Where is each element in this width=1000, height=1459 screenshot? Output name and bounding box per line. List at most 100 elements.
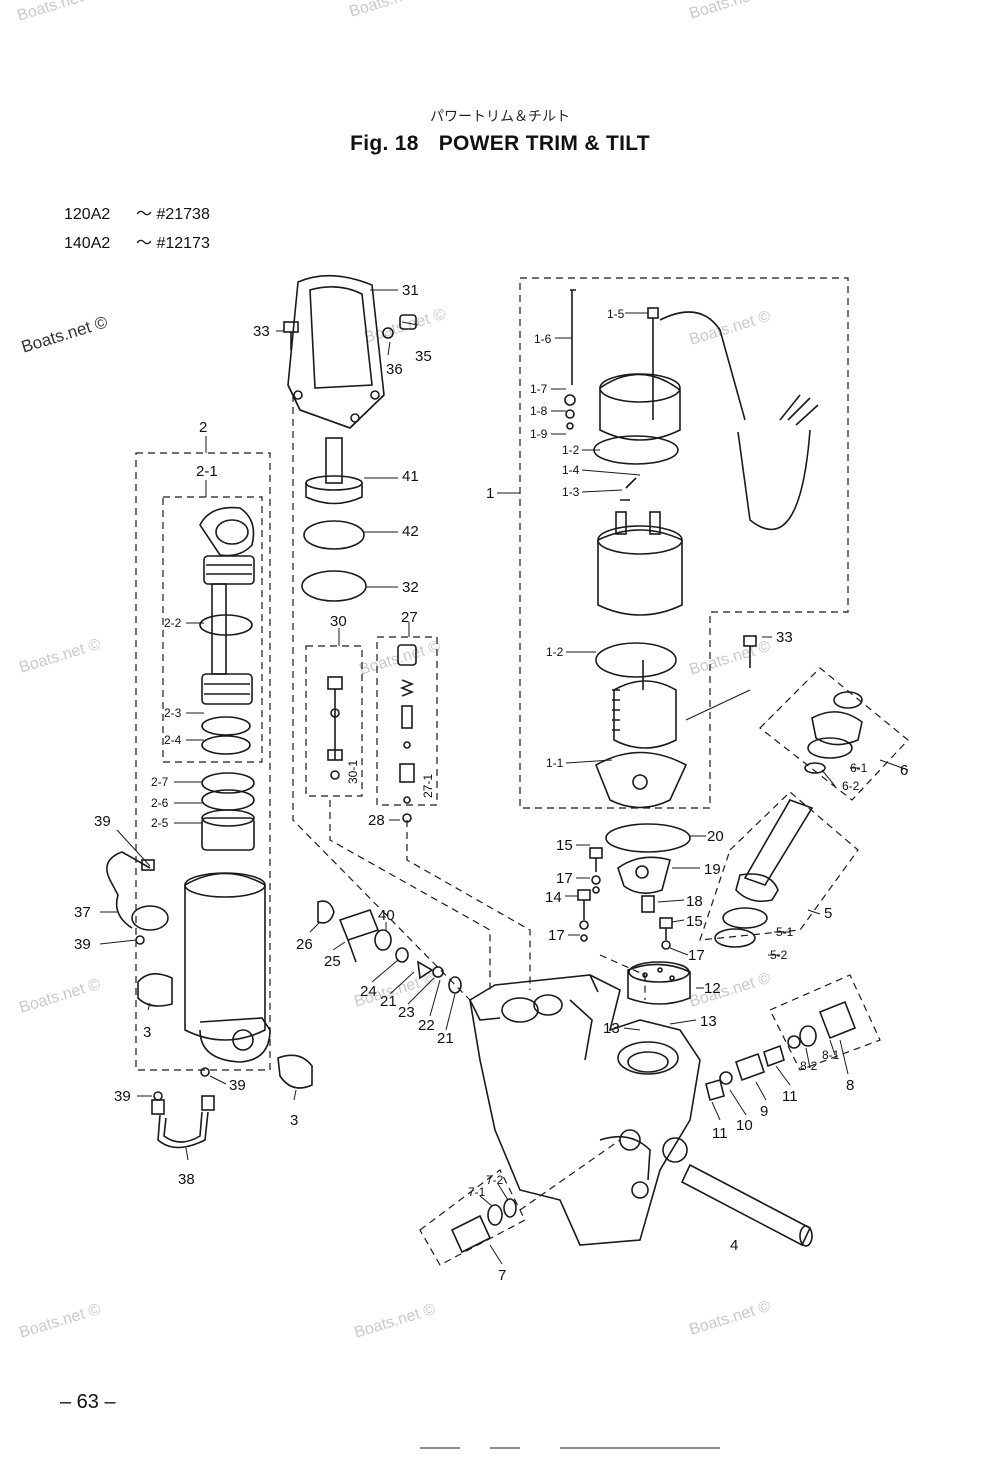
leader-lines <box>99 289 909 1265</box>
guide-line <box>406 820 531 990</box>
part-label: 31 <box>402 282 419 299</box>
part-label: 1-2 <box>562 443 580 457</box>
group-box-2-1 <box>162 496 263 763</box>
bushing-3-drawing <box>137 973 313 1089</box>
part-label: 39 <box>74 936 91 953</box>
serial-range: ～ #12173 <box>136 235 210 252</box>
part-label: 40 <box>378 907 395 924</box>
part-label: 5-2 <box>770 948 788 962</box>
part-label: 3 <box>290 1112 298 1129</box>
part-label: 1-8 <box>530 404 548 418</box>
part-label: 19 <box>704 861 721 878</box>
guide-line <box>329 800 491 990</box>
model-code: 140A2 <box>64 235 111 252</box>
part-label: 14 <box>545 889 562 906</box>
group-box-2 <box>135 452 271 1071</box>
part-label: 11 <box>782 1088 798 1105</box>
o-ring-20-drawing <box>605 823 691 853</box>
figure-name: POWER TRIM & TILT <box>438 132 650 155</box>
part-label: 2-5 <box>151 816 169 830</box>
part-label: 15 <box>686 913 703 930</box>
part-label: 2-2 <box>164 616 182 630</box>
part-label: 41 <box>402 468 419 485</box>
part-label: 36 <box>386 361 403 378</box>
valve-27-drawing <box>397 644 417 823</box>
part-label: 8 <box>846 1077 854 1094</box>
part-label: 7 <box>498 1267 506 1284</box>
part-label: 17 <box>556 870 573 887</box>
figure-title: Fig. 18 POWER TRIM & TILT <box>0 132 1000 156</box>
piston-41-drawing <box>305 437 363 505</box>
part-label: 2-6 <box>151 796 169 810</box>
part-label: 25 <box>324 953 341 970</box>
part-label: 2-1 <box>196 463 218 480</box>
part-label: 21 <box>380 993 397 1010</box>
valves-21-26-drawing <box>317 900 462 994</box>
cylinder-2-drawing <box>184 506 271 1077</box>
part-label: 28 <box>368 812 385 829</box>
plug-7-drawing <box>450 1198 517 1254</box>
part-label: 1-4 <box>562 463 580 477</box>
group-box-7 <box>419 1169 526 1266</box>
housing-body-drawing <box>469 974 701 1246</box>
part-label: 1-5 <box>607 307 625 321</box>
part-labels: 31 33 35 36 2 2-1 2-2 2-3 2-4 2-7 2-6 2-… <box>74 282 908 1284</box>
part-label: 1-3 <box>562 485 580 499</box>
o-ring-32-drawing <box>301 570 367 602</box>
cap-6-drawing <box>804 691 863 774</box>
model-line-1: 120A2 ～ #21738 <box>64 200 210 224</box>
part-label: 2-7 <box>151 775 169 789</box>
part-label: 23 <box>398 1004 415 1021</box>
part-label: 5-1 <box>776 925 794 939</box>
part-label: 30 <box>330 613 347 630</box>
group-box-5 <box>699 791 859 941</box>
pump-12-drawing <box>627 961 691 1005</box>
part-label: 27 <box>401 609 418 626</box>
part-label: 7-2 <box>486 1173 504 1187</box>
valve-30-drawing <box>327 676 343 780</box>
bolts-14-15-17-drawing <box>577 847 673 950</box>
group-box-1 <box>519 277 849 809</box>
page-number: – 63 – <box>60 1391 116 1413</box>
part-label: 30-1 <box>346 760 360 784</box>
group-box-8 <box>769 974 881 1071</box>
part-label: 26 <box>296 936 313 953</box>
part-label: 1-2 <box>546 645 564 659</box>
valves-8-11-drawing <box>705 1000 857 1101</box>
part-label: 39 <box>94 813 111 830</box>
part-label: 5 <box>824 905 832 922</box>
guide-line <box>599 954 646 1000</box>
part-label: 1 <box>486 485 494 502</box>
shaft-5-drawing <box>714 799 814 948</box>
guide-line <box>292 395 471 1001</box>
part-label: 8-2 <box>800 1059 818 1073</box>
part-label: 12 <box>704 980 721 997</box>
plug-35-drawing <box>382 314 417 339</box>
part-label: 20 <box>707 828 724 845</box>
hose-37-drawing <box>106 851 169 945</box>
part-label: 6-2 <box>842 779 860 793</box>
motor-1-drawing <box>564 289 819 809</box>
part-label: 39 <box>114 1088 131 1105</box>
part-label: 21 <box>437 1030 454 1047</box>
part-label: 17 <box>688 947 705 964</box>
part-label: 18 <box>686 893 703 910</box>
part-label: 24 <box>360 983 377 1000</box>
part-label: 15 <box>556 837 573 854</box>
part-label: 11 <box>712 1125 728 1142</box>
figure-number: Fig. 18 <box>350 132 419 155</box>
part-label: 38 <box>178 1171 195 1188</box>
model-code: 120A2 <box>64 206 111 223</box>
model-line-2: 140A2 ～ #12173 <box>64 229 210 253</box>
group-box-27 <box>376 636 438 806</box>
serial-range: ～ #21738 <box>136 206 210 223</box>
part-label: 3 <box>143 1024 151 1041</box>
part-label: 1-9 <box>530 427 548 441</box>
part-label: 4 <box>730 1237 738 1254</box>
part-label: 2-4 <box>164 733 182 747</box>
part-label: 22 <box>418 1017 435 1034</box>
part-label: 42 <box>402 523 419 540</box>
bolt-33-drawing <box>283 321 299 350</box>
